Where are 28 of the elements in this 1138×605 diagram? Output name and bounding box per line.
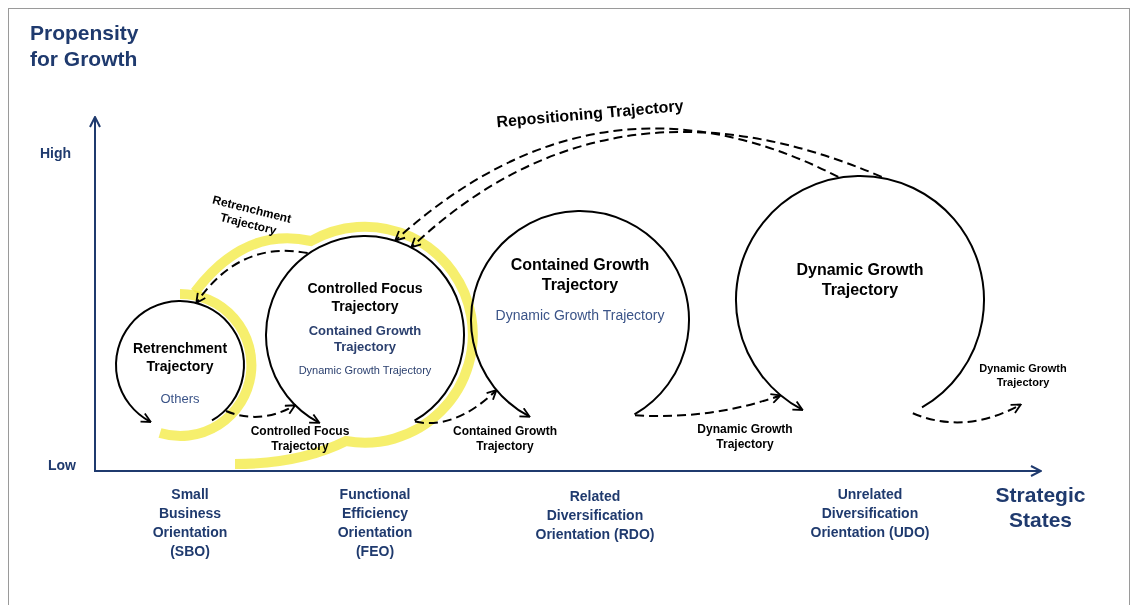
axis-label: Propensity for Growth [30, 20, 140, 73]
node-title: Dynamic Growth Trajectory [795, 260, 925, 300]
dashed-arrow [414, 389, 498, 425]
axis-label: Unrelated Diversification Orientation (UDO) [809, 485, 931, 542]
node-text: Contained Growth Trajectory [307, 323, 423, 356]
edge-label: Dynamic Growth Trajectory [696, 422, 794, 452]
axis-label: Small Business Orientation (SBO) [151, 485, 229, 561]
axis-label: Low [48, 456, 77, 475]
edge-label: Controlled Focus Trajectory [249, 424, 351, 454]
axis-label: Related Diversification Orientation (RDO) [534, 487, 656, 544]
dashed-arrow [634, 393, 782, 418]
dashed-arrow [410, 131, 883, 249]
axis-label: Strategic States [994, 482, 1087, 533]
edge-label: Repositioning Trajectory [494, 95, 686, 133]
node-title: Controlled Focus Trajectory [306, 280, 424, 315]
node-text: Dynamic Growth Trajectory [298, 363, 432, 378]
edge-label: Dynamic Growth Trajectory [978, 362, 1068, 390]
node-title: Contained Growth Trajectory [509, 255, 651, 295]
dashed-arrow [911, 403, 1022, 424]
node-text: Dynamic Growth Trajectory [495, 307, 665, 325]
dashed-arrow [224, 404, 296, 418]
edge-label: Contained Growth Trajectory [452, 424, 558, 454]
axis-label: Functional Efficiency Orientation (FEO) [336, 485, 414, 561]
axis-label: High [40, 144, 73, 163]
dashed-arrow [394, 127, 840, 242]
node-title: Retrenchment Trajectory [131, 340, 229, 375]
dashed-arrow [195, 249, 309, 304]
node-text: Others [160, 391, 200, 408]
